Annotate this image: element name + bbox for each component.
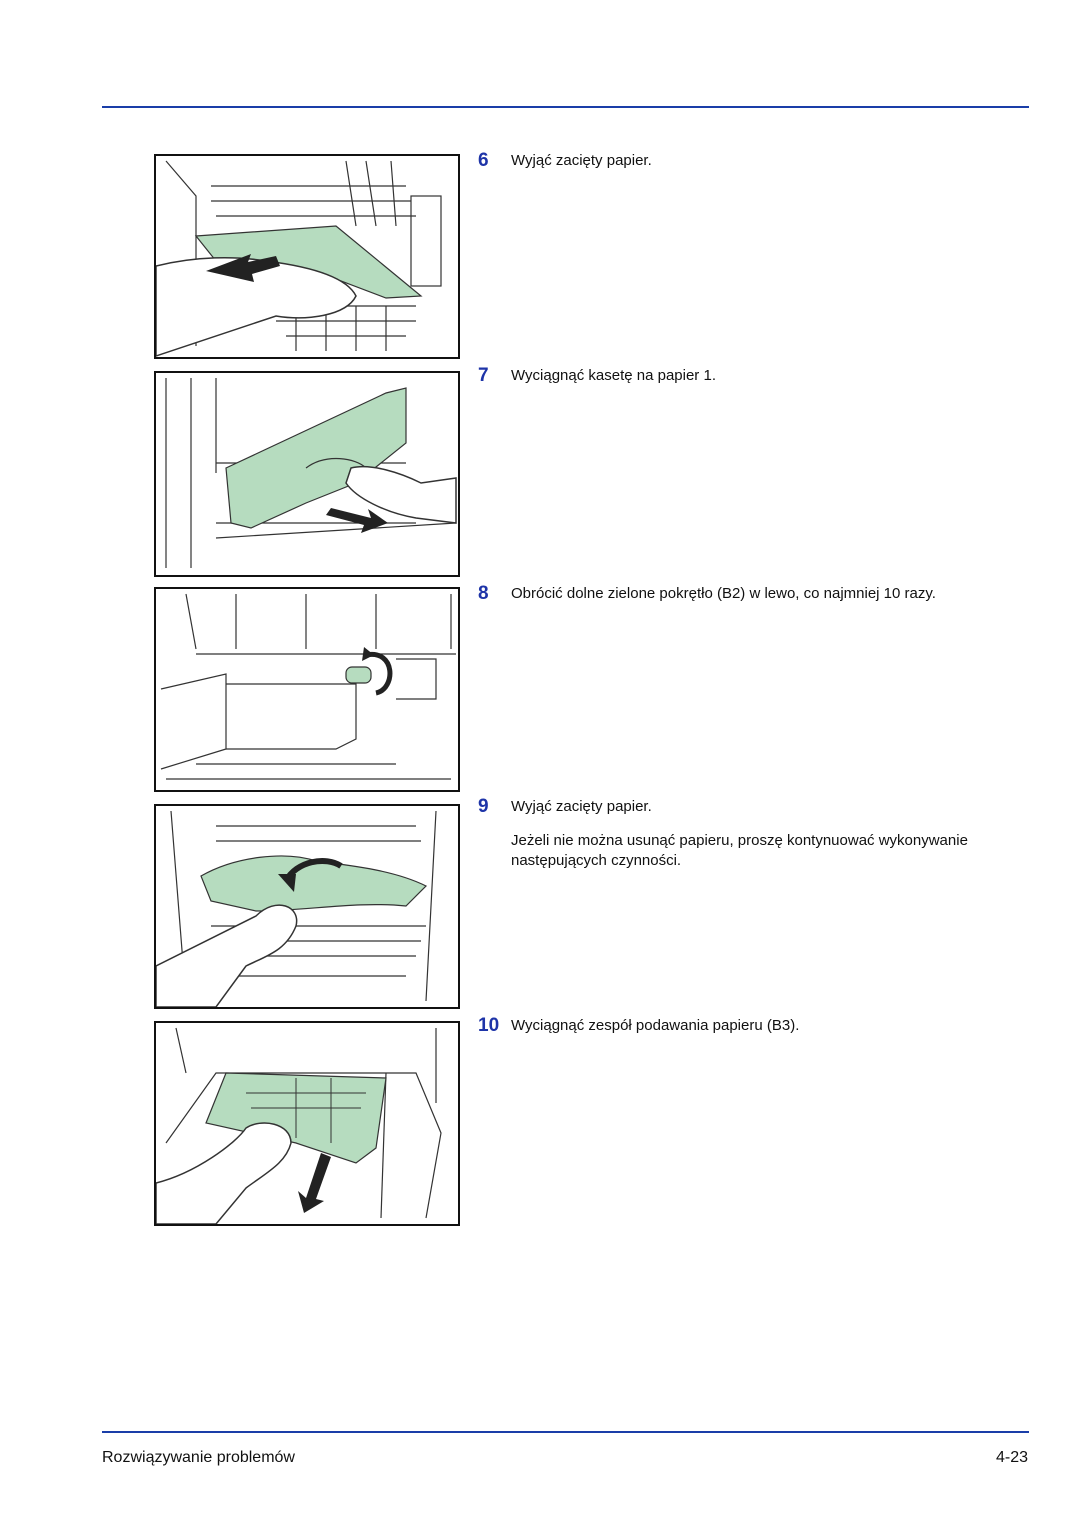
figure-step-10-pull-feed-unit bbox=[154, 1021, 460, 1226]
step-7-number: 7 bbox=[478, 365, 489, 386]
footer-rule bbox=[102, 1431, 1029, 1433]
illustration-turn-green-knob bbox=[160, 593, 456, 780]
step-8-text: Obrócić dolne zielone pokrętło (B2) w le… bbox=[511, 585, 936, 602]
header-rule bbox=[102, 106, 1029, 108]
step-8-number: 8 bbox=[478, 583, 489, 604]
illustration-pull-paper-feed-unit bbox=[156, 1027, 442, 1224]
footer-page-number: 4-23 bbox=[995, 1449, 1028, 1466]
step-6-number: 6 bbox=[478, 150, 489, 171]
illustration-remove-jammed-paper-2 bbox=[156, 810, 437, 1007]
figure-step-9-remove-paper bbox=[154, 804, 460, 1009]
figure-step-6-remove-paper bbox=[154, 154, 460, 359]
figure-step-7-pull-cassette bbox=[154, 371, 460, 577]
step-9-note: Jeżeli nie można usunąć papieru, proszę … bbox=[511, 832, 968, 869]
illustration-remove-jammed-paper bbox=[156, 160, 442, 357]
step-10-text: Wyciągnąć zespół podawania papieru (B3). bbox=[511, 1017, 800, 1034]
figure-step-8-turn-knob bbox=[154, 587, 460, 792]
step-6-text: Wyjąć zacięty papier. bbox=[511, 152, 652, 169]
illustration-pull-out-cassette bbox=[165, 378, 457, 568]
footer-section-title: Rozwiązywanie problemów bbox=[102, 1449, 295, 1466]
step-7-text: Wyciągnąć kasetę na papier 1. bbox=[511, 367, 716, 384]
step-9-number: 9 bbox=[478, 796, 489, 817]
step-9-text: Wyjąć zacięty papier. bbox=[511, 798, 652, 815]
step-10-number: 10 bbox=[478, 1015, 500, 1036]
